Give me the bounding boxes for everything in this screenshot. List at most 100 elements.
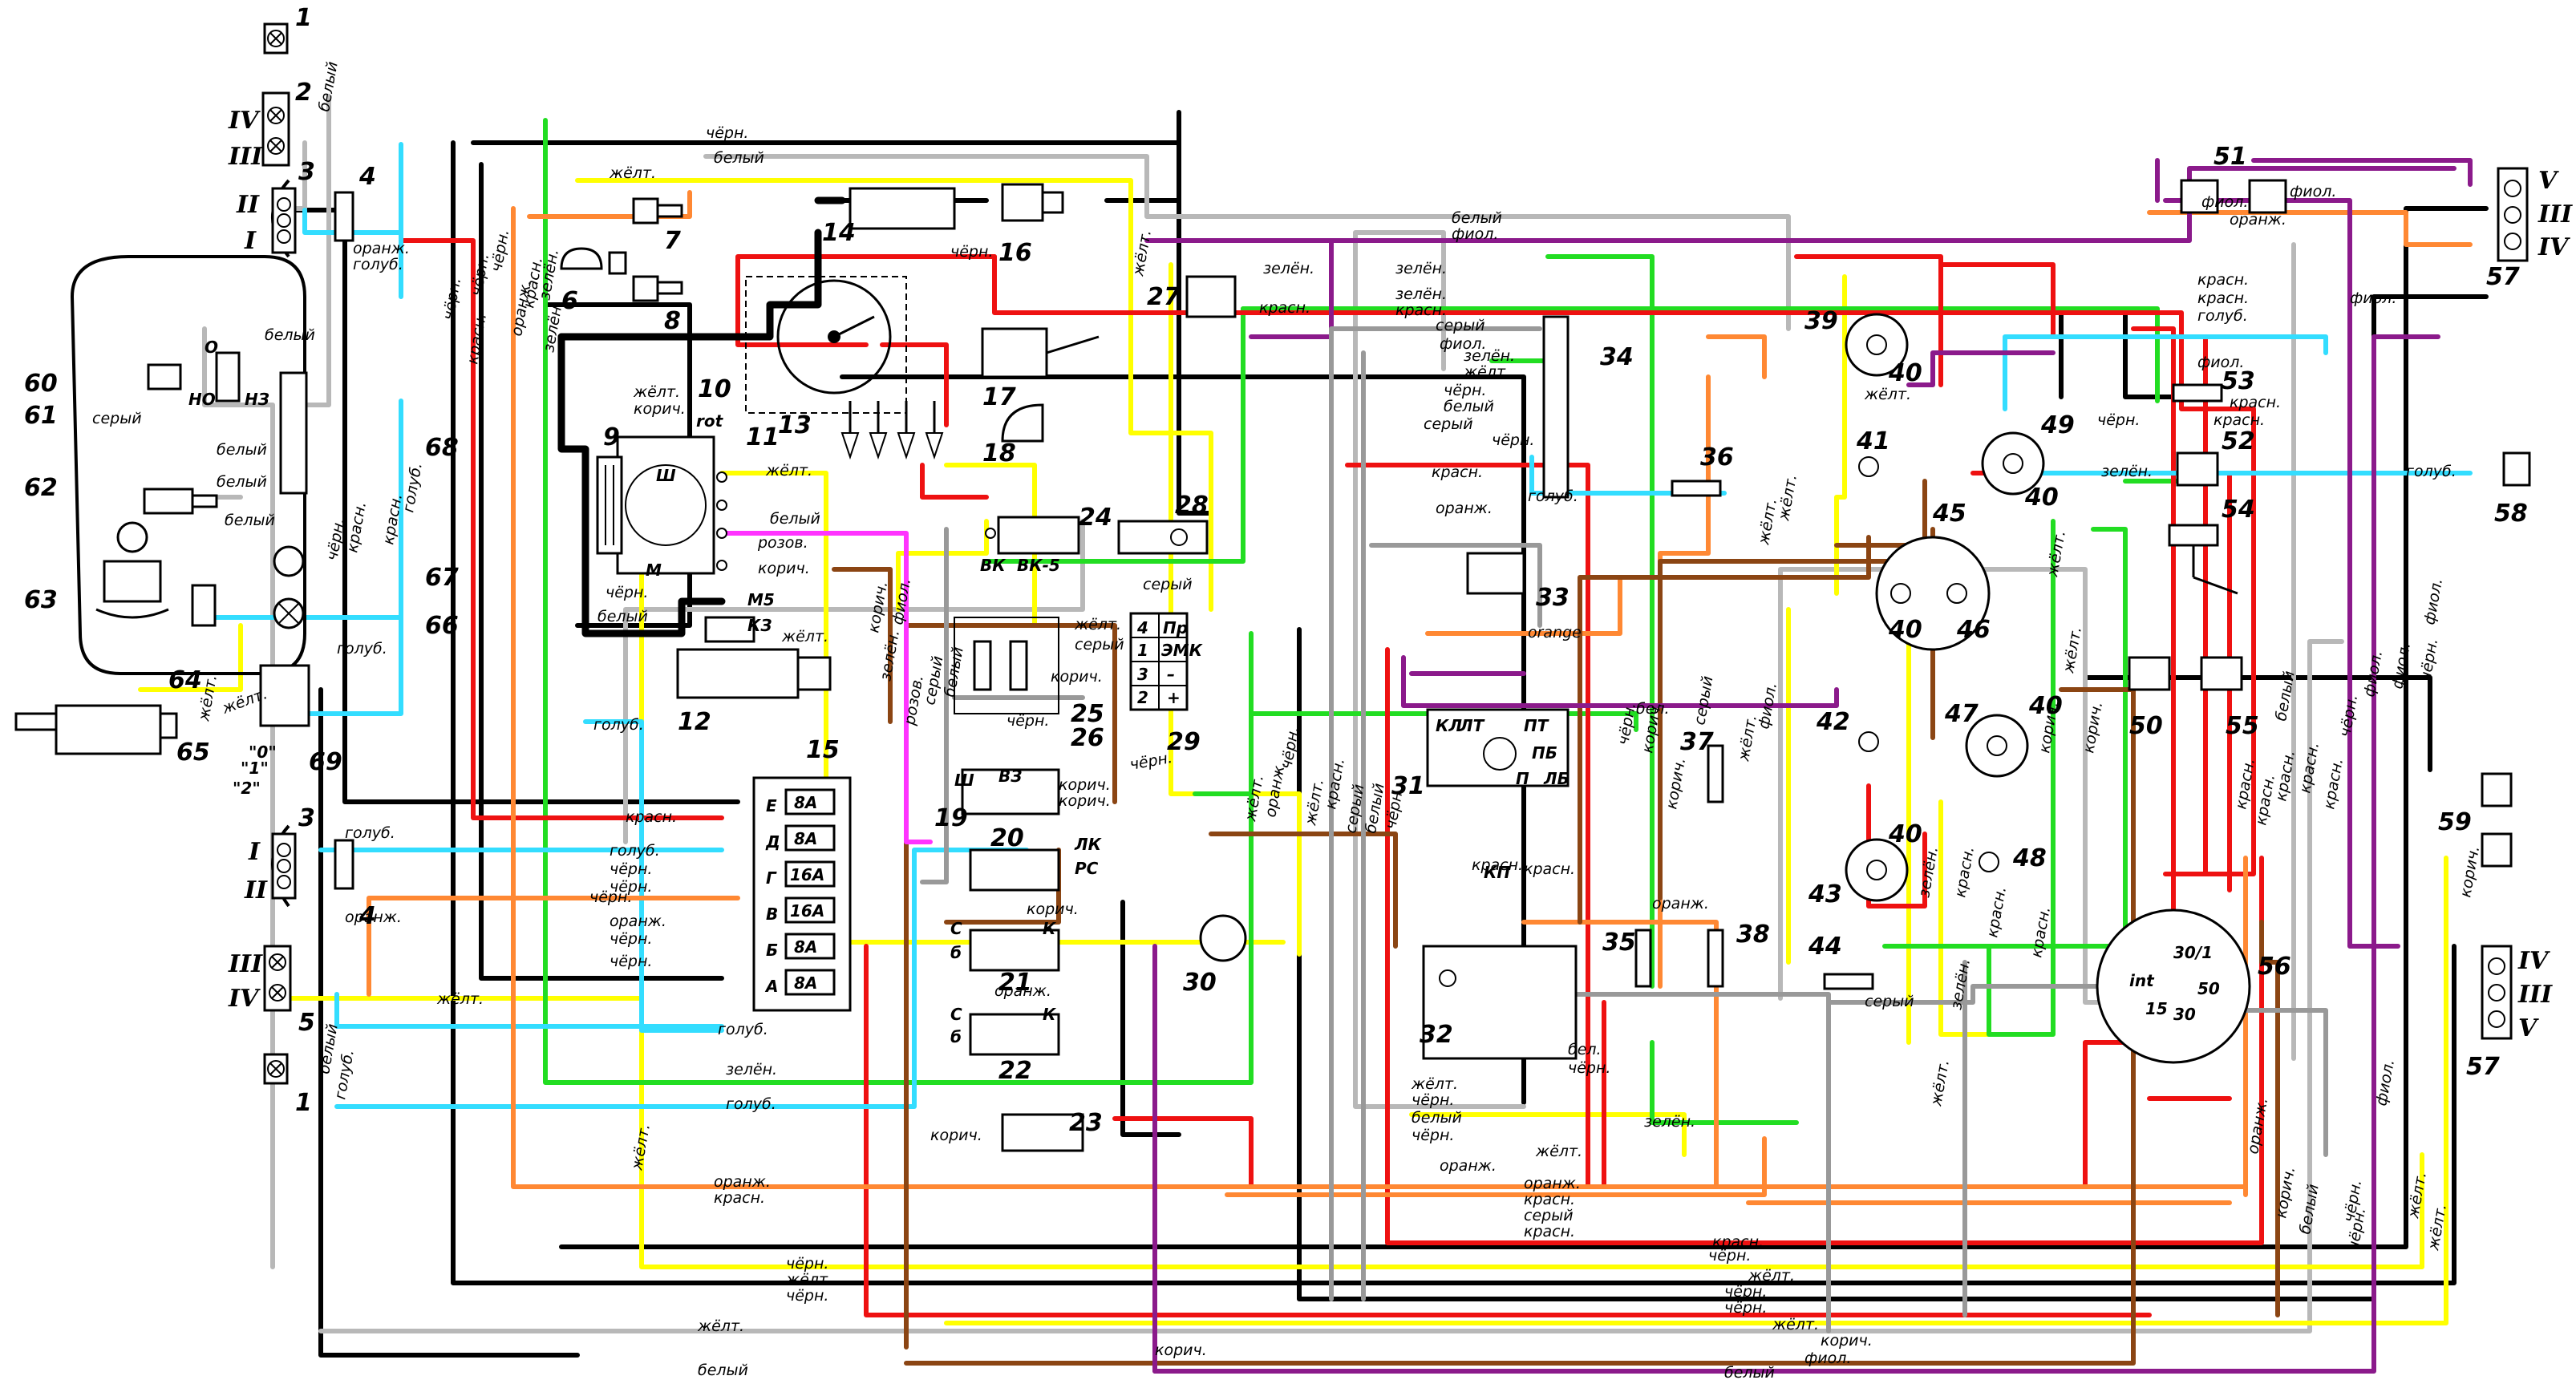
wire-label: красн. <box>1712 1233 1764 1251</box>
wire-label: белый <box>2296 1183 2323 1236</box>
number-46: 46 <box>1956 616 1991 644</box>
number-59: 59 <box>2438 808 2472 836</box>
wire-label: серый <box>1143 576 1193 593</box>
number-40a: 40 <box>1888 359 1922 387</box>
component-27 <box>1185 275 1237 318</box>
wire-label: розов. <box>757 534 808 552</box>
wire-label: зелён. <box>726 1061 777 1078</box>
wire-label: красн. <box>2197 271 2249 289</box>
wire-orange <box>1225 1136 1767 1197</box>
number-68: 68 <box>425 434 459 462</box>
wire-label: оранж. <box>1524 1175 1581 1192</box>
wire-label: чёрн. <box>1128 749 1173 774</box>
wire-brown <box>2259 920 2280 1317</box>
component-22 <box>969 1013 1060 1056</box>
wire-label: оранж. <box>994 982 1051 1000</box>
component-4 <box>334 191 354 242</box>
wire-label: жёлт. <box>1864 386 1911 403</box>
number-42: 42 <box>1816 708 1850 736</box>
wire-violet <box>1152 334 2440 1374</box>
wire-label: красн. <box>1524 1223 1575 1240</box>
term-nz: НЗ <box>245 390 269 409</box>
term-1: 1 <box>1137 641 1148 660</box>
term-4: 4 <box>1136 618 1148 637</box>
wire-label: оранж. <box>1436 500 1493 517</box>
wire-label: зелён. <box>1395 260 1447 277</box>
term-50: 50 <box>2197 979 2220 998</box>
term-rot: rot <box>696 411 724 431</box>
wire-grey <box>920 527 949 884</box>
number-29: 29 <box>1167 728 1201 756</box>
wire-label: голуб. <box>718 1021 768 1038</box>
wire-white <box>1353 230 1526 1109</box>
number-1: 1 <box>295 4 312 32</box>
wire-label: зелён. <box>877 629 903 682</box>
wire-label: оранж. <box>610 913 666 930</box>
component-numbers: 1 2 3 4 6 7 8 9 10 11 12 13 14 15 16 17 … <box>24 4 2528 1137</box>
wire-green <box>543 118 1638 1085</box>
wire-label: красн. <box>464 312 490 366</box>
wire-green <box>1193 631 1799 1125</box>
roman-III-lower: III <box>228 950 263 978</box>
term-lt: ЛТ <box>1459 716 1485 735</box>
component-34 <box>1542 315 1569 499</box>
roman-labels: IV III II I I II III IV V III IV IV III … <box>228 107 2573 1042</box>
roman-V-right-bottom: V <box>2518 1014 2539 1042</box>
wire-black-thick <box>557 196 846 341</box>
component-63 <box>95 521 169 619</box>
term-rs: РС <box>1075 859 1099 878</box>
component-3-headlight <box>271 179 297 258</box>
wire-label: корич. <box>1059 776 1111 794</box>
component-37 <box>1707 744 1724 803</box>
fuse-8a-2: 8А <box>794 829 817 848</box>
wire-label: жёлт. <box>781 628 828 645</box>
number-57-bottom: 57 <box>2466 1053 2500 1081</box>
wire-label: жёлт. <box>1411 1075 1458 1093</box>
roman-IV-right-top: IV <box>2538 233 2570 261</box>
term-pos-2: "2" <box>233 779 261 798</box>
wire-label: серый <box>1865 993 1914 1010</box>
wire-label: красн. <box>1983 885 2010 939</box>
wire-orange <box>527 190 692 219</box>
number-40d: 40 <box>2028 692 2063 720</box>
wire-label: красн. <box>2230 394 2281 411</box>
number-41: 41 <box>1856 427 1890 455</box>
term-c2: С <box>950 1005 962 1024</box>
component-64 <box>191 584 217 627</box>
component-44 <box>1823 973 1874 990</box>
component-4-lower <box>334 839 354 890</box>
component-18 <box>1001 403 1044 443</box>
term-3: 3 <box>1137 665 1148 684</box>
number-62: 62 <box>24 474 58 502</box>
wire-label: корич. <box>1821 1332 1873 1350</box>
number-18: 18 <box>982 439 1016 467</box>
number-37: 37 <box>1680 728 1714 756</box>
wire-label: белый <box>1412 1109 1462 1127</box>
roman-IV-right-bottom: IV <box>2517 947 2550 975</box>
wire-label: жёлт. <box>609 164 656 182</box>
wire-red <box>880 342 949 427</box>
wire-label: жёлт. <box>1775 473 1800 523</box>
component-14-battery <box>849 187 956 230</box>
wire-white <box>202 326 275 1269</box>
component-32 <box>1422 945 1578 1060</box>
number-63: 63 <box>24 586 58 614</box>
wire-label: красн. <box>343 500 370 554</box>
term-pos-0: "0" <box>249 743 277 762</box>
number-35: 35 <box>1602 929 1636 957</box>
wire-violet <box>1401 655 1839 708</box>
component-31 <box>1426 708 1569 787</box>
wire-yellow <box>138 623 243 692</box>
number-64: 64 <box>168 666 202 694</box>
component-13-sparkplugs <box>840 401 944 460</box>
wire-cyan <box>2003 334 2473 475</box>
wire-label: красн. <box>2320 757 2347 811</box>
number-50: 50 <box>2129 712 2163 740</box>
wire-label: оранж. <box>2230 211 2286 229</box>
wire-label: чёрн. <box>610 860 652 878</box>
term-30-1: 30/1 <box>2173 943 2213 962</box>
fuse-16a-1: 16А <box>790 865 824 884</box>
wire-black <box>2059 310 2184 399</box>
component-55 <box>2200 656 2243 691</box>
